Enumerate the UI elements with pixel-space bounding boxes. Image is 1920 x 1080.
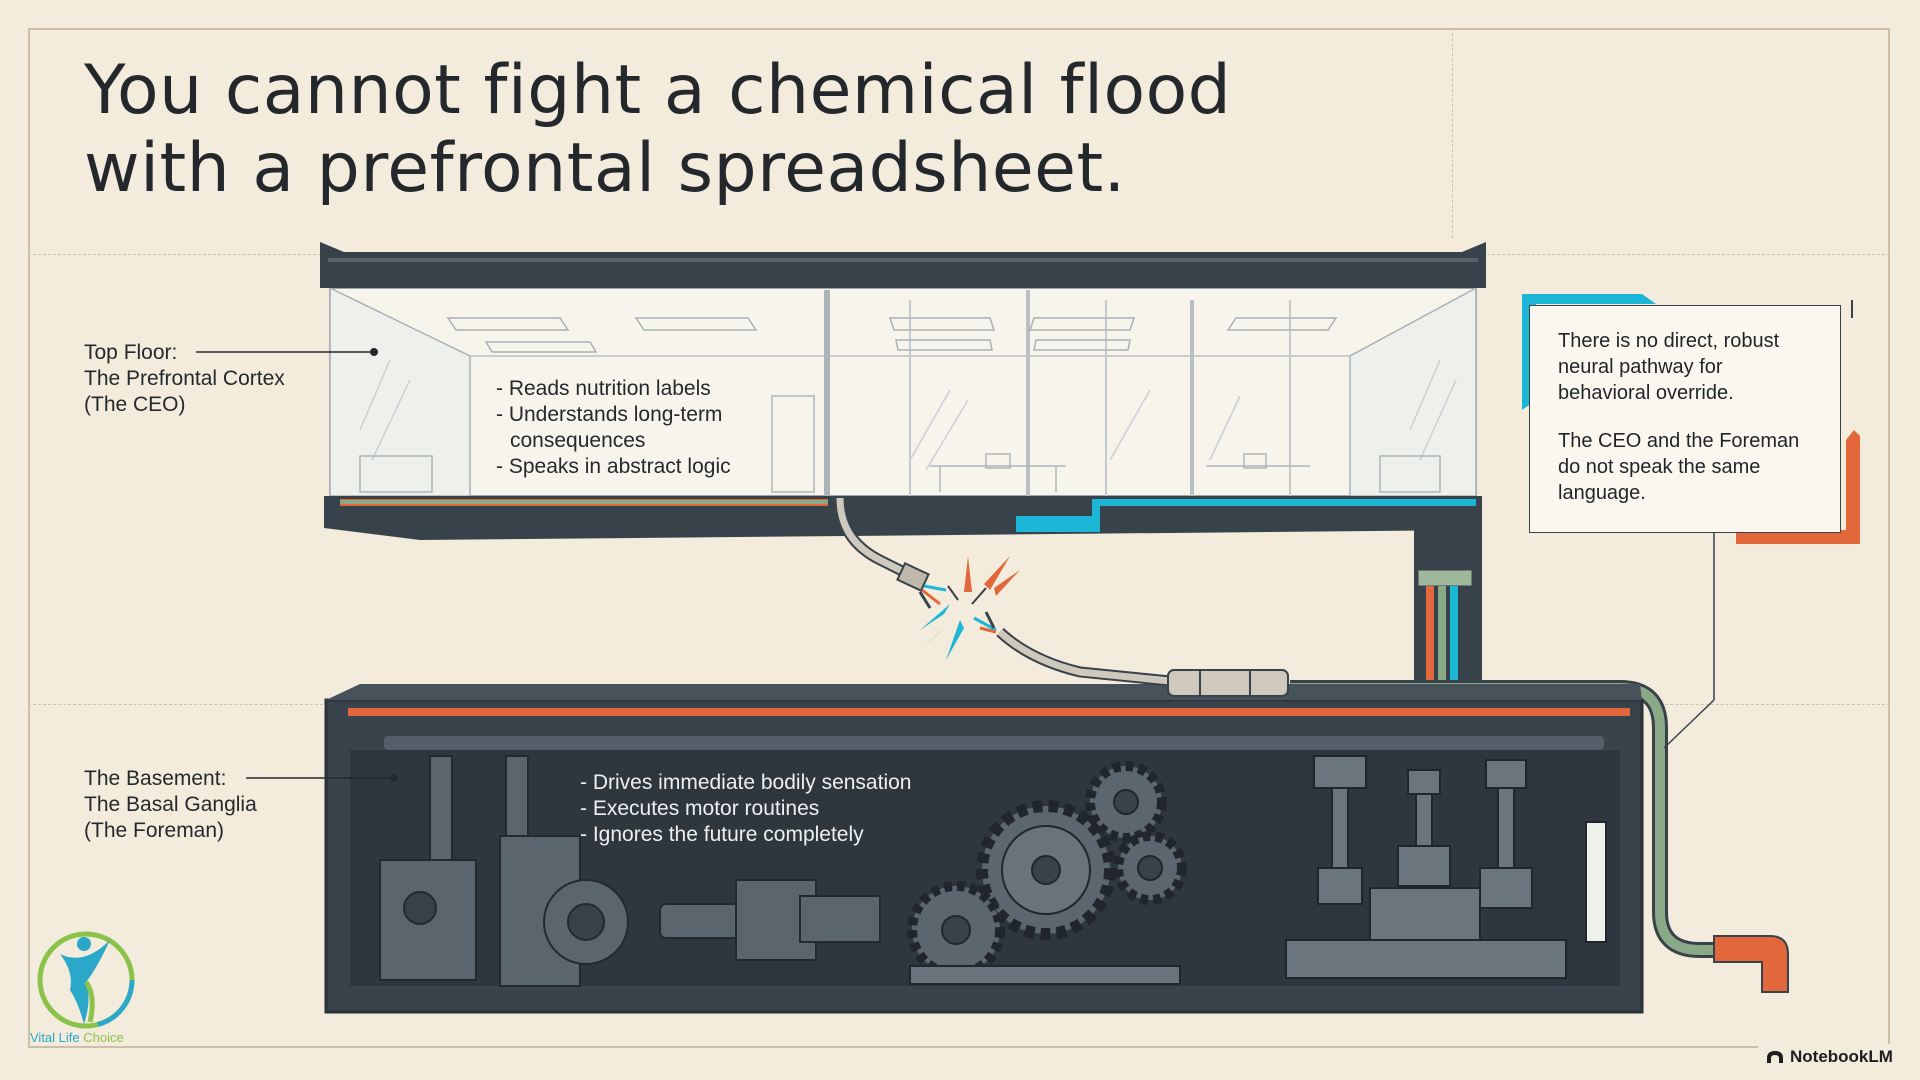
page-frame (28, 28, 1890, 1048)
basement-label: The Basement: The Basal Ganglia (The For… (84, 766, 257, 844)
credit-label: NotebookLM (1790, 1047, 1893, 1066)
list-item: Drives immediate bodily sensation (580, 770, 1000, 796)
top-floor-label: Top Floor: The Prefrontal Cortex (The CE… (84, 340, 285, 418)
basement-label-line: The Basal Ganglia (84, 793, 257, 816)
list-item: Ignores the future completely (580, 822, 1000, 848)
vital-life-logo (37, 931, 135, 1029)
top-floor-label-line: The Prefrontal Cortex (84, 367, 285, 390)
callout-box: There is no direct, robust neural pathwa… (1530, 306, 1840, 532)
notebooklm-credit: NotebookLM (1758, 1044, 1901, 1070)
guide-line (1640, 704, 1890, 705)
top-floor-label-line: (The CEO) (84, 393, 186, 416)
top-floor-label-line: Top Floor: (84, 341, 178, 364)
basement-label-line: The Basement: (84, 767, 227, 790)
basement-label-line: (The Foreman) (84, 819, 225, 842)
list-item: Reads nutrition labels (496, 376, 796, 402)
wiring-riser (1414, 526, 1482, 746)
spark-icon (918, 604, 964, 660)
top-floor (320, 242, 1486, 540)
basement-bullets: Drives immediate bodily sensation Execut… (580, 770, 1000, 848)
list-item: Executes motor routines (580, 796, 1000, 822)
title-line-2: with a prefrontal spreadsheet. (84, 129, 1126, 208)
basement (324, 684, 1644, 1014)
callout-paragraph: There is no direct, robust neural pathwa… (1558, 330, 1780, 404)
broken-cable (834, 497, 1289, 697)
top-floor-bullets: Reads nutrition labels Understands long-… (496, 376, 796, 480)
notebooklm-icon (1767, 1051, 1783, 1063)
callout-paragraph: The CEO and the Foreman do not speak the… (1558, 430, 1800, 504)
guide-line (28, 704, 328, 705)
page-title: You cannot fight a chemical flood with a… (84, 52, 1231, 208)
list-item: Speaks in abstract logic (496, 454, 796, 480)
brand-name: Vital Life Choice (30, 1030, 124, 1045)
orange-pipe-outlet (1713, 935, 1789, 993)
list-item: Understands long-term consequences (496, 402, 796, 454)
title-line-1: You cannot fight a chemical flood (84, 51, 1232, 130)
brand-suffix: Choice (83, 1030, 124, 1045)
brand-primary: Vital Life (30, 1030, 80, 1045)
guide-line (1452, 28, 1453, 238)
